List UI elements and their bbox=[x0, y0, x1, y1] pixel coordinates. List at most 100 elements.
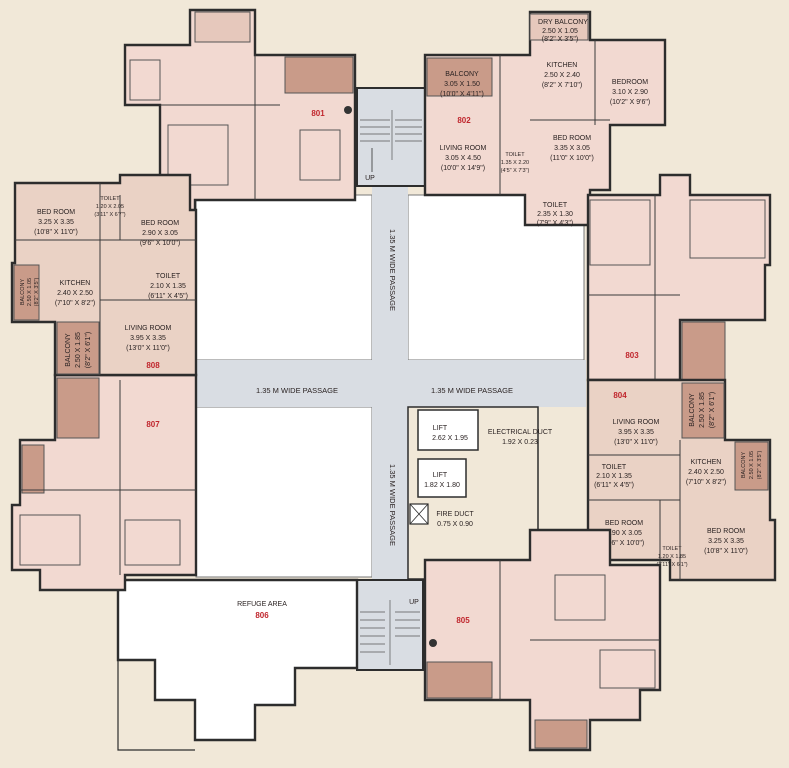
passage-horizontal bbox=[196, 360, 586, 407]
svg-text:1.20 X 1.85: 1.20 X 1.85 bbox=[658, 554, 686, 560]
svg-text:(3'11" X 6'7"): (3'11" X 6'7") bbox=[94, 212, 125, 218]
electrical-duct-size: 1.92 X 0.23 bbox=[502, 439, 538, 446]
svg-text:(8'2" X 3'5"): (8'2" X 3'5") bbox=[34, 278, 40, 307]
svg-text:KITCHEN: KITCHEN bbox=[691, 459, 722, 466]
svg-text:2.35 X 1.30: 2.35 X 1.30 bbox=[537, 211, 573, 218]
svg-text:TOILET: TOILET bbox=[100, 196, 120, 202]
unit-number-808: 808 bbox=[146, 361, 160, 370]
svg-text:(8'2" X 3'5"): (8'2" X 3'5") bbox=[542, 36, 578, 43]
svg-text:BALCONY: BALCONY bbox=[20, 279, 26, 306]
unit-808-rooms: BED ROOM 3.25 X 3.35 (10'8" X 11'0") TOI… bbox=[20, 196, 188, 368]
unit-number-806: 806 bbox=[255, 611, 269, 620]
unit-804 bbox=[586, 378, 777, 582]
svg-text:2.40 X 2.50: 2.40 X 2.50 bbox=[688, 469, 724, 476]
passage-label-east: 1.35 M WIDE PASSAGE bbox=[431, 386, 513, 395]
svg-text:KITCHEN: KITCHEN bbox=[60, 280, 91, 287]
unit-number-807: 807 bbox=[146, 420, 160, 429]
site-outline-sw bbox=[117, 660, 195, 751]
svg-text:LIVING ROOM: LIVING ROOM bbox=[440, 145, 487, 152]
lift-1-size: 2.62 X 1.95 bbox=[432, 435, 468, 442]
svg-text:(9'6" X 10'0"): (9'6" X 10'0") bbox=[140, 240, 180, 247]
svg-text:TOILET: TOILET bbox=[602, 464, 627, 471]
unit-802 bbox=[423, 10, 667, 227]
lift-1 bbox=[417, 409, 479, 451]
svg-text:(8'2" X 3'5"): (8'2" X 3'5") bbox=[757, 451, 763, 480]
svg-text:2.50 X 1.85: 2.50 X 1.85 bbox=[699, 392, 706, 428]
stair-north bbox=[356, 87, 426, 187]
unit-803 bbox=[586, 173, 772, 382]
passage-label-north: 1.35 M WIDE PASSAGE bbox=[388, 229, 397, 311]
svg-text:(8'2" X 7'10"): (8'2" X 7'10") bbox=[542, 82, 582, 89]
svg-text:BED ROOM: BED ROOM bbox=[141, 220, 179, 227]
svg-text:(10'0" X 14'9"): (10'0" X 14'9") bbox=[441, 165, 485, 172]
svg-text:1.35 X 2.20: 1.35 X 2.20 bbox=[501, 160, 529, 166]
svg-text:LIVING ROOM: LIVING ROOM bbox=[125, 325, 172, 332]
svg-text:BED ROOM: BED ROOM bbox=[605, 520, 643, 527]
unit-807 bbox=[10, 373, 198, 592]
svg-text:3.25 X 3.35: 3.25 X 3.35 bbox=[708, 538, 744, 545]
svg-text:(10'2" X 9'6"): (10'2" X 9'6") bbox=[610, 99, 650, 106]
svg-text:2.50 X 1.85: 2.50 X 1.85 bbox=[75, 332, 82, 368]
svg-text:1.20 X 2.05: 1.20 X 2.05 bbox=[96, 204, 124, 210]
svg-text:(10'0" X 4'11"): (10'0" X 4'11") bbox=[440, 91, 484, 98]
svg-text:3.35 X 3.05: 3.35 X 3.05 bbox=[554, 145, 590, 152]
svg-text:(7'10" X 8'2"): (7'10" X 8'2") bbox=[55, 300, 95, 307]
svg-text:(10'8" X 11'0"): (10'8" X 11'0") bbox=[704, 548, 748, 555]
svg-text:TOILET: TOILET bbox=[543, 202, 568, 209]
courtyard-nw bbox=[195, 194, 373, 361]
svg-text:BALCONY: BALCONY bbox=[741, 452, 747, 479]
svg-text:(8'2" X 6'1"): (8'2" X 6'1") bbox=[85, 332, 92, 368]
svg-text:BALCONY: BALCONY bbox=[445, 71, 479, 78]
svg-text:2.50 X 1.05: 2.50 X 1.05 bbox=[542, 28, 578, 35]
svg-text:(6'11" X 4'5"): (6'11" X 4'5") bbox=[594, 482, 634, 489]
lift-1-name: LIFT bbox=[433, 425, 448, 432]
svg-text:2.50 X 1.05: 2.50 X 1.05 bbox=[27, 278, 33, 306]
unit-number-804: 804 bbox=[613, 391, 627, 400]
svg-text:(6'11" X 4'5"): (6'11" X 4'5") bbox=[148, 293, 188, 300]
svg-text:BEDROOM: BEDROOM bbox=[612, 79, 648, 86]
svg-text:(10'8" X 11'0"): (10'8" X 11'0") bbox=[34, 229, 78, 236]
svg-text:(4'5" X 7'3"): (4'5" X 7'3") bbox=[501, 168, 530, 174]
electrical-duct-name: ELECTRICAL DUCT bbox=[488, 429, 553, 436]
svg-text:(8'2" X 6'1"): (8'2" X 6'1") bbox=[709, 392, 716, 428]
svg-text:BALCONY: BALCONY bbox=[65, 333, 72, 367]
svg-text:LIVING ROOM: LIVING ROOM bbox=[613, 419, 660, 426]
courtyard-sw bbox=[195, 406, 373, 578]
svg-text:(7'10" X 8'2"): (7'10" X 8'2") bbox=[686, 479, 726, 486]
svg-text:(7'9" X 4'3"): (7'9" X 4'3") bbox=[537, 220, 573, 227]
svg-text:BALCONY: BALCONY bbox=[689, 393, 696, 427]
fire-duct-name: FIRE DUCT bbox=[436, 511, 474, 518]
central-area: UP UP 1.35 M WIDE PASSAGE 1.35 M WIDE PA… bbox=[195, 87, 586, 671]
unit-805 bbox=[423, 528, 662, 752]
svg-text:BED ROOM: BED ROOM bbox=[707, 528, 745, 535]
unit-number-803: 803 bbox=[625, 351, 639, 360]
stair-south-up-label: UP bbox=[409, 599, 419, 606]
svg-text:TOILET: TOILET bbox=[156, 273, 181, 280]
refuge-area-806 bbox=[116, 578, 359, 742]
stair-north-up-label: UP bbox=[365, 175, 375, 182]
svg-text:2.10 X 1.35: 2.10 X 1.35 bbox=[596, 473, 632, 480]
fire-duct-size: 0.75 X 0.90 bbox=[437, 521, 473, 528]
unit-number-801: 801 bbox=[311, 109, 325, 118]
svg-text:(3'11" X 6'1"): (3'11" X 6'1") bbox=[656, 562, 687, 568]
svg-text:2.40 X 2.50: 2.40 X 2.50 bbox=[57, 290, 93, 297]
svg-text:TOILET: TOILET bbox=[662, 546, 682, 552]
svg-text:DRY BALCONY: DRY BALCONY bbox=[538, 19, 588, 26]
unit-802-rooms: DRY BALCONY 2.50 X 1.05 (8'2" X 3'5") KI… bbox=[440, 19, 651, 227]
svg-text:2.90 X 3.05: 2.90 X 3.05 bbox=[142, 230, 178, 237]
passage-label-south: 1.35 M WIDE PASSAGE bbox=[388, 464, 397, 546]
svg-text:BED ROOM: BED ROOM bbox=[37, 209, 75, 216]
svg-text:3.05 X 4.50: 3.05 X 4.50 bbox=[445, 155, 481, 162]
unit-804-rooms: LIVING ROOM 3.95 X 3.35 (13'0" X 11'0") … bbox=[594, 392, 763, 568]
unit-number-802: 802 bbox=[457, 116, 471, 125]
svg-text:(11'0" X 10'0"): (11'0" X 10'0") bbox=[550, 155, 594, 162]
svg-text:3.05 X 1.50: 3.05 X 1.50 bbox=[444, 81, 480, 88]
svg-text:(13'0" X 11'0"): (13'0" X 11'0") bbox=[126, 345, 170, 352]
svg-text:2.50 X 2.40: 2.50 X 2.40 bbox=[544, 72, 580, 79]
svg-text:2.50 X 1.05: 2.50 X 1.05 bbox=[749, 451, 755, 479]
svg-text:KITCHEN: KITCHEN bbox=[547, 62, 578, 69]
svg-text:2.10 X 1.35: 2.10 X 1.35 bbox=[150, 283, 186, 290]
service-core: LIFT 2.62 X 1.95 LIFT 1.82 X 1.80 ELECTR… bbox=[407, 406, 553, 580]
svg-text:3.95 X 3.35: 3.95 X 3.35 bbox=[618, 429, 654, 436]
